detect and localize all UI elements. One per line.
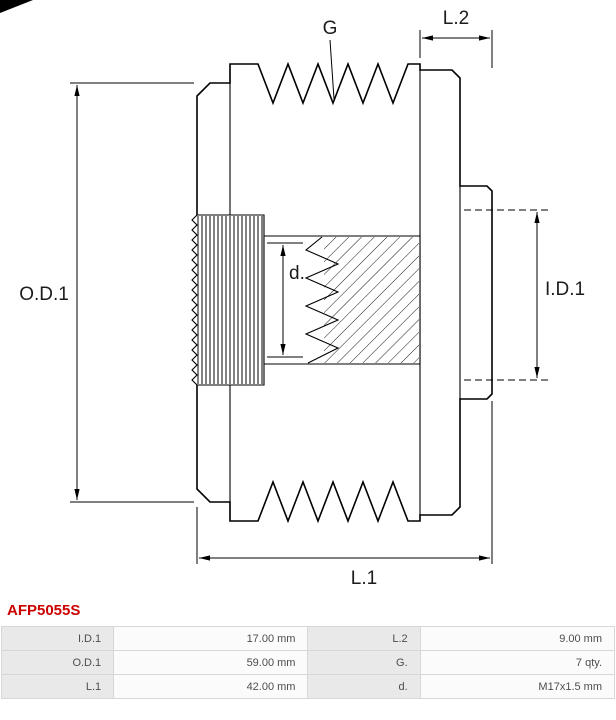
spec-value: 17.00 mm bbox=[113, 626, 309, 651]
pulley-cross-section bbox=[191, 61, 493, 524]
od1-label: O.D.1 bbox=[19, 284, 69, 305]
spec-value: 9.00 mm bbox=[419, 626, 616, 651]
spec-label: L.1 bbox=[0, 674, 115, 699]
thread-symbol bbox=[304, 236, 340, 364]
spec-label: I.D.1 bbox=[0, 626, 115, 651]
table-row: L.1 42.00 mm d. M17x1.5 mm bbox=[0, 674, 616, 699]
l2-label: L.2 bbox=[443, 8, 469, 29]
part-number: AFP5055S bbox=[7, 602, 81, 619]
table-row: I.D.1 17.00 mm L.2 9.00 mm bbox=[0, 626, 616, 651]
id1-dimension: I.D.1 bbox=[464, 209, 585, 381]
g-callout: G bbox=[323, 18, 338, 100]
knurl-serration bbox=[191, 214, 198, 386]
l2-dimension: L.2 bbox=[419, 8, 493, 68]
spec-value: M17x1.5 mm bbox=[419, 674, 616, 699]
d-label: d. bbox=[289, 263, 305, 284]
knurled-hub bbox=[191, 214, 265, 386]
spec-label: d. bbox=[307, 674, 421, 699]
id1-label: I.D.1 bbox=[545, 279, 585, 300]
spec-value: 59.00 mm bbox=[113, 650, 309, 675]
g-label: G bbox=[323, 18, 338, 39]
l1-label: L.1 bbox=[351, 568, 377, 589]
table-row: O.D.1 59.00 mm G. 7 qty. bbox=[0, 650, 616, 675]
spec-table: I.D.1 17.00 mm L.2 9.00 mm O.D.1 59.00 m… bbox=[0, 626, 616, 699]
d-dimension: d. bbox=[267, 242, 305, 358]
spec-value: 7 qty. bbox=[419, 650, 616, 675]
spec-label: G. bbox=[307, 650, 421, 675]
od1-dimension: O.D.1 bbox=[19, 82, 194, 503]
corner-triangle-icon bbox=[0, 0, 33, 13]
l1-dimension: L.1 bbox=[196, 401, 493, 589]
threaded-bore bbox=[263, 235, 421, 365]
spec-label: L.2 bbox=[307, 626, 421, 651]
spec-label: O.D.1 bbox=[0, 650, 115, 675]
spec-value: 42.00 mm bbox=[113, 674, 309, 699]
technical-drawing: O.D.1 L.1 L.2 I.D.1 d. bbox=[0, 0, 585, 589]
